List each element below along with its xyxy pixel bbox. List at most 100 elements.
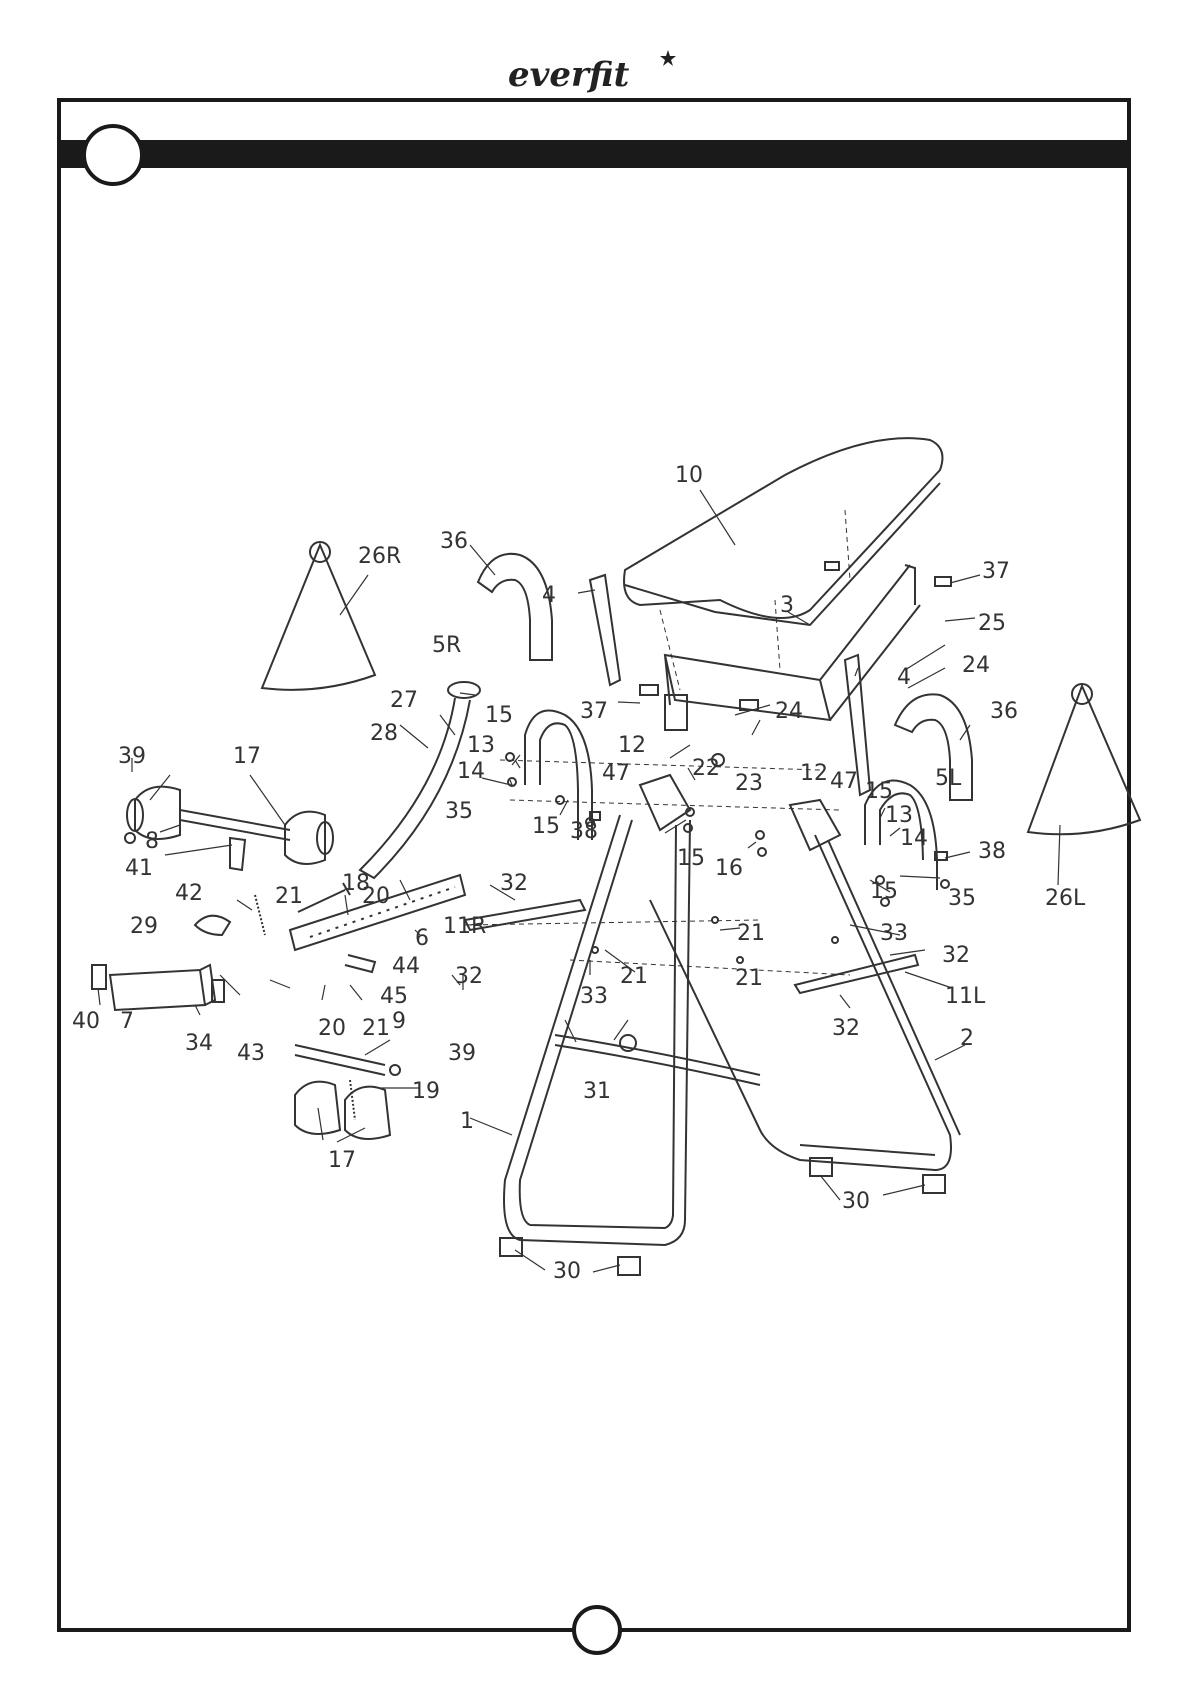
- callout-21e: 21: [362, 1016, 390, 1041]
- callout-11R: 11R: [443, 914, 486, 939]
- callout-44: 44: [392, 954, 420, 979]
- callout-20b: 20: [318, 1016, 346, 1041]
- backrest-pad-part-10: [624, 438, 942, 618]
- knob-part-29: [195, 916, 230, 935]
- callout-5R: 5R: [432, 633, 461, 658]
- callout-15d: 15: [677, 846, 705, 871]
- callout-15e: 15: [870, 879, 898, 904]
- ankle-roller-part-17d: [345, 1087, 390, 1139]
- callout-24a: 24: [962, 653, 990, 678]
- callout-22: 22: [692, 756, 720, 781]
- callout-8: 8: [145, 829, 159, 854]
- ankle-roller-part-17c: [295, 1082, 340, 1134]
- side-cover-part-26L: [1028, 686, 1140, 834]
- stabilizer-bar-part-11L: [795, 955, 918, 993]
- callout-19: 19: [412, 1079, 440, 1104]
- callout-20a: 20: [362, 884, 390, 909]
- callout-32b: 32: [455, 964, 483, 989]
- callout-21d: 21: [735, 966, 763, 991]
- callout-14a: 14: [457, 759, 485, 784]
- callout-13b: 13: [885, 803, 913, 828]
- leader-lines: [98, 490, 1060, 1272]
- bumper-part-40: [92, 965, 106, 989]
- assembly-line-1: [660, 510, 850, 690]
- callout-30b: 30: [842, 1189, 870, 1214]
- callout-34: 34: [185, 1031, 213, 1056]
- callout-3: 3: [780, 593, 794, 618]
- callout-5L: 5L: [935, 766, 962, 791]
- callout-27: 27: [390, 688, 418, 713]
- callout-42: 42: [175, 881, 203, 906]
- callout-11L: 11L: [945, 984, 986, 1009]
- clip-part-44: [345, 955, 375, 972]
- callout-1: 1: [460, 1109, 474, 1134]
- callout-43: 43: [237, 1041, 265, 1066]
- callout-21b: 21: [737, 921, 765, 946]
- callout-47a: 47: [602, 761, 630, 786]
- callout-37a: 37: [982, 559, 1010, 584]
- callout-15c: 15: [532, 814, 560, 839]
- callout-47b: 47: [830, 769, 858, 794]
- callout-25: 25: [978, 611, 1006, 636]
- callout-32c: 32: [942, 943, 970, 968]
- callout-14b: 14: [900, 826, 928, 851]
- callout-labels: 10 26R 36 4 3 37 25 24 4 36 5R 27 37 24 …: [72, 463, 1086, 1284]
- callout-39b: 39: [448, 1041, 476, 1066]
- callout-7: 7: [120, 1009, 134, 1034]
- callout-16: 16: [715, 856, 743, 881]
- front-leg-frame-part-1: [504, 815, 690, 1245]
- roller-bar-part-9: [295, 1045, 385, 1075]
- callout-38a: 38: [570, 819, 598, 844]
- callout-21a: 21: [275, 884, 303, 909]
- roller-bar-part-8: [180, 810, 290, 840]
- crossbar: [555, 1035, 760, 1085]
- roller-post-part-41: [230, 838, 245, 870]
- callout-41: 41: [125, 856, 153, 881]
- callout-13a: 13: [467, 733, 495, 758]
- callout-15a: 15: [485, 703, 513, 728]
- rear-leg-frame-part-2: [650, 835, 951, 1170]
- callout-4a: 4: [542, 583, 556, 608]
- callout-12a: 12: [618, 733, 646, 758]
- callout-31: 31: [583, 1079, 611, 1104]
- callout-26R: 26R: [358, 544, 401, 569]
- front-leg-inner: [520, 820, 676, 1228]
- callout-33b: 33: [580, 984, 608, 1009]
- foot-platform-part-7: [110, 965, 215, 1010]
- callout-15b: 15: [865, 779, 893, 804]
- assembly-line-2: [465, 760, 850, 975]
- callout-36b: 36: [990, 699, 1018, 724]
- backrest-frame-part-3: [665, 565, 920, 720]
- callout-23: 23: [735, 771, 763, 796]
- callout-9: 9: [392, 1009, 406, 1034]
- callout-26L: 26L: [1045, 886, 1086, 911]
- callout-37b: 37: [580, 699, 608, 724]
- callout-2: 2: [960, 1026, 974, 1051]
- callout-29: 29: [130, 914, 158, 939]
- callout-36a: 36: [440, 529, 468, 554]
- foam-handle-part-36a: [478, 554, 552, 660]
- callout-32a: 32: [500, 871, 528, 896]
- callout-10: 10: [675, 463, 703, 488]
- callout-21c: 21: [620, 964, 648, 989]
- callout-6: 6: [415, 926, 429, 951]
- callout-24b: 24: [775, 699, 803, 724]
- ankle-roller-part-17b: [285, 812, 325, 864]
- callout-38b: 38: [978, 839, 1006, 864]
- callout-32d: 32: [832, 1016, 860, 1041]
- callout-39a: 39: [118, 744, 146, 769]
- callout-40: 40: [72, 1009, 100, 1034]
- callout-4b: 4: [897, 665, 911, 690]
- callout-17b: 17: [328, 1148, 356, 1173]
- callout-45: 45: [380, 984, 408, 1009]
- callout-12b: 12: [800, 761, 828, 786]
- callout-33a: 33: [880, 921, 908, 946]
- callout-17a: 17: [233, 744, 261, 769]
- spring-part-42: [255, 895, 265, 935]
- callout-35b: 35: [948, 886, 976, 911]
- callout-30a: 30: [553, 1259, 581, 1284]
- pull-ring-part-27: [448, 682, 480, 698]
- spring-part-19: [350, 1080, 355, 1120]
- pivot-plate-part-12b: [790, 800, 840, 850]
